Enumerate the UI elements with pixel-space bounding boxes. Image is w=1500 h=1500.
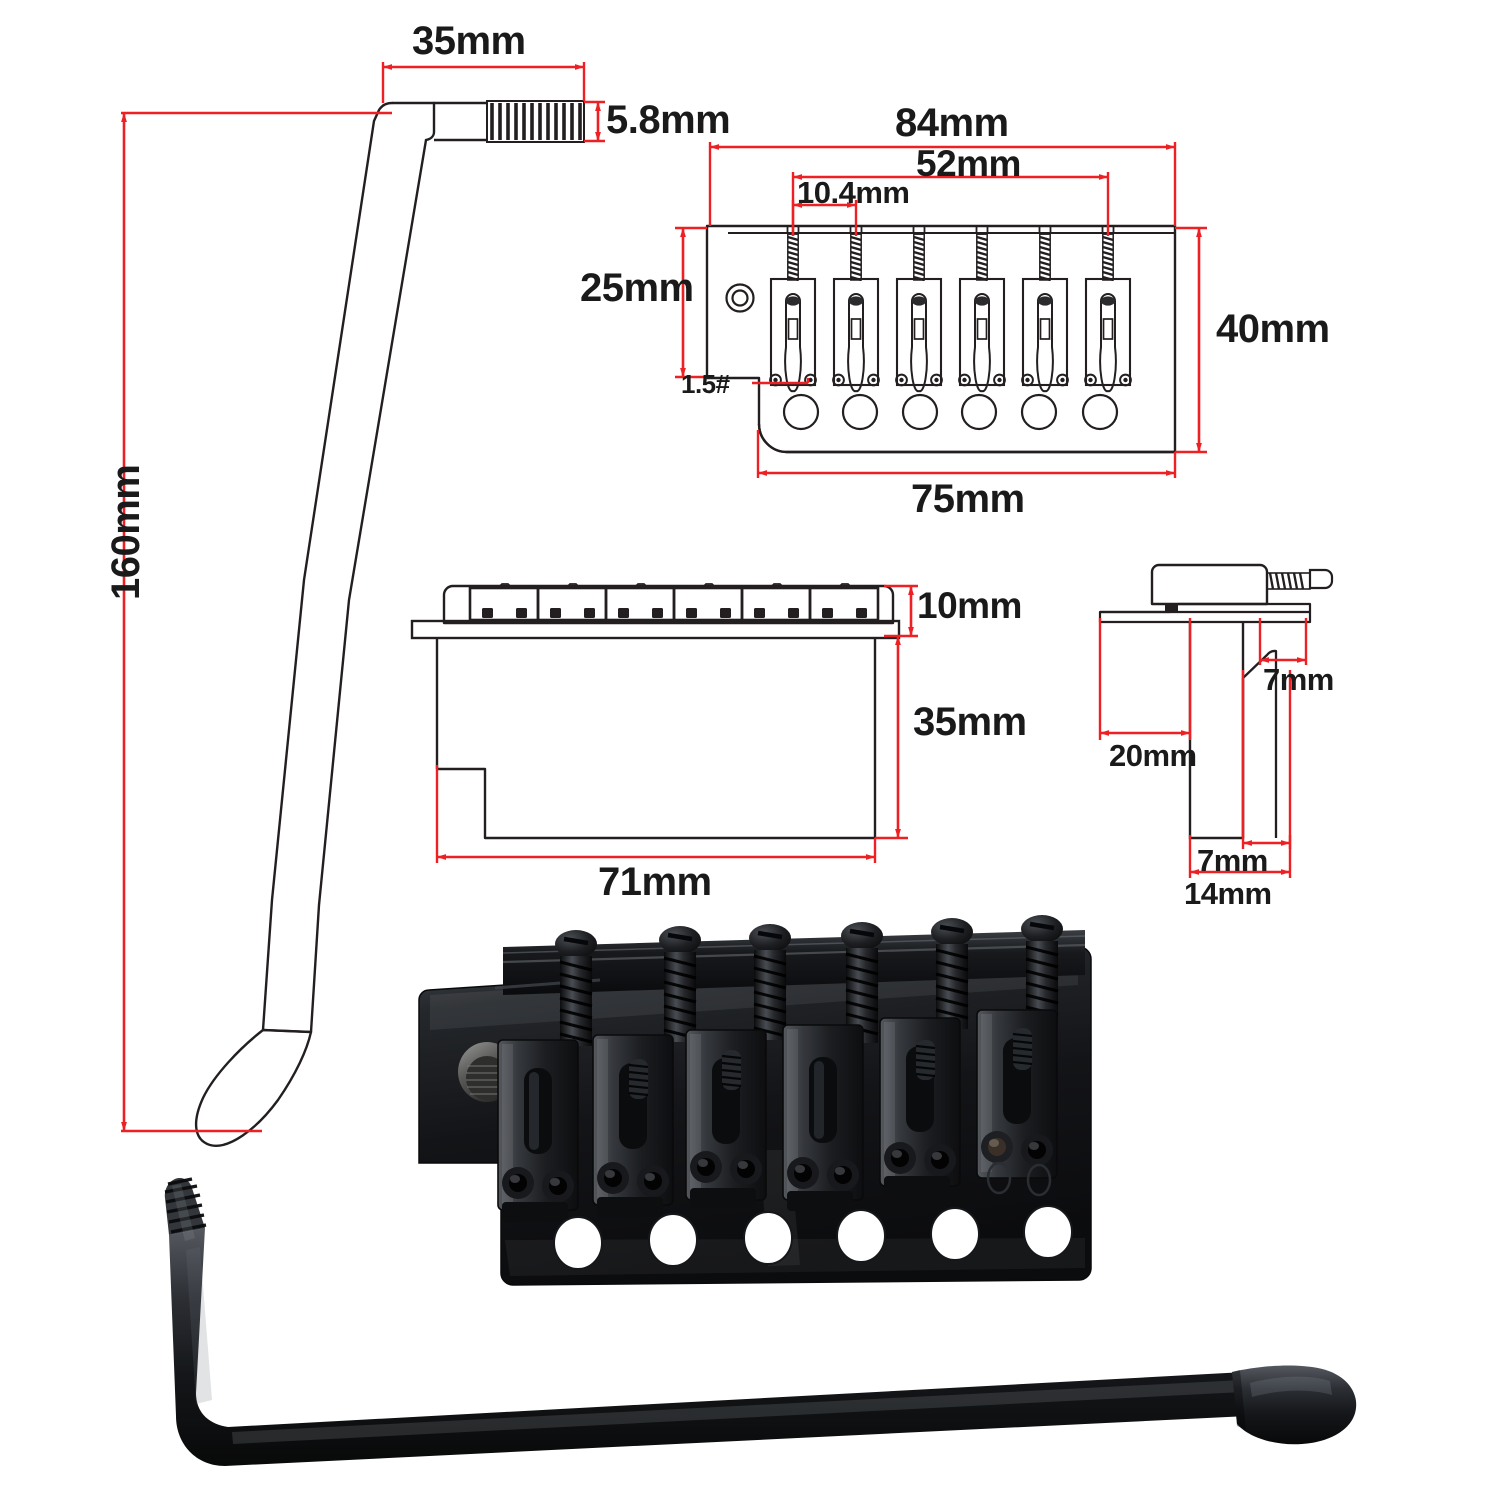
dim-14mm — [1188, 835, 1292, 878]
dim-7mm-lower — [1241, 670, 1292, 849]
dim-35mm — [381, 62, 586, 103]
intonation-screw-end — [1266, 568, 1334, 590]
saddle-screw-feet — [482, 608, 867, 618]
tremolo-arm-outline-drawing — [121, 62, 605, 1147]
saddles-side — [468, 586, 880, 622]
dim-84mm — [708, 142, 1177, 226]
saddle-notches — [497, 583, 853, 589]
label-baseplate-width: 75mm — [911, 477, 1025, 521]
dim-20mm — [1098, 618, 1192, 740]
black-tremolo-bridge-photo — [418, 915, 1092, 1286]
arm-knurl — [164, 1177, 207, 1241]
label-string-spacing: 10.4mm — [797, 175, 910, 210]
label-block-thickness-inner: 7mm — [1197, 843, 1268, 878]
label-block-offset: 7mm — [1263, 662, 1334, 697]
label-block-height: 35mm — [913, 700, 1027, 744]
arm-socket-hole — [725, 283, 755, 313]
string-holes-top — [782, 393, 1119, 431]
intonation-screws-top — [786, 224, 1115, 282]
label-arm-length: 160mm — [104, 464, 148, 600]
label-overall-depth: 40mm — [1216, 307, 1330, 351]
dim-71mm — [435, 765, 877, 863]
label-arm-thread-diameter: 5.8mm — [606, 98, 731, 142]
dim-35mm-block — [875, 635, 908, 840]
label-string-span: 52mm — [916, 143, 1021, 184]
label-saddle-height: 10mm — [917, 585, 1022, 626]
string-holes-photo — [553, 1205, 1073, 1270]
label-arm-thread-length: 35mm — [412, 19, 526, 63]
label-plate-depth: 25mm — [580, 266, 694, 310]
dim-7mm-upper — [1258, 618, 1308, 665]
dim-40mm — [1175, 226, 1207, 454]
bridge-top-view-drawing — [675, 142, 1207, 478]
black-tremolo-arm-photo — [164, 1177, 1357, 1466]
label-plate-to-block: 20mm — [1109, 738, 1197, 773]
dim-25mm — [675, 226, 707, 379]
label-screw-note: 1.5# — [681, 369, 730, 399]
leader-1-5 — [752, 378, 810, 385]
dim-160mm — [121, 111, 392, 1133]
spring-screws — [555, 915, 1063, 1046]
dim-5-8mm — [584, 100, 605, 143]
label-overall-width: 84mm — [895, 101, 1009, 145]
saddles-top — [769, 277, 1132, 393]
dim-75mm — [756, 430, 1177, 478]
label-block-thickness-outer: 14mm — [1184, 876, 1272, 911]
dim-10-4mm — [791, 200, 858, 236]
bridge-end-view-drawing — [1098, 563, 1334, 878]
bridge-side-view-drawing — [410, 583, 918, 863]
label-block-width: 71mm — [598, 860, 712, 904]
dim-10mm — [884, 584, 918, 638]
saddles-photo — [497, 1009, 1058, 1222]
arm-tip-cap — [1232, 1365, 1357, 1445]
